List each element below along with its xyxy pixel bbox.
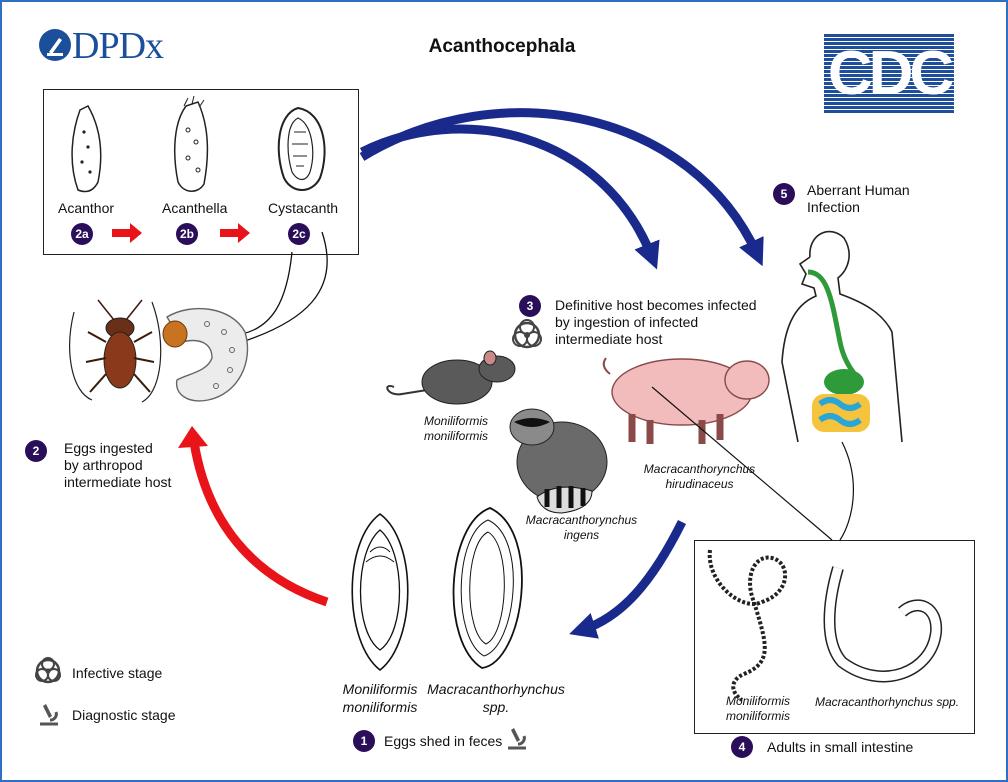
step-5-line-1: Aberrant Human: [807, 182, 910, 198]
step-2-label: Eggs ingested by arthropod intermediate …: [64, 440, 171, 491]
step-2-line-1: Eggs ingested: [64, 440, 153, 456]
cystacanth-drawing: [277, 106, 326, 191]
step-circle-3: 3: [519, 295, 541, 317]
legend-infective: Infective stage: [72, 665, 163, 681]
macracanthorhynchus-egg-drawing: [452, 507, 523, 669]
stage-label-2c: Cystacanth: [268, 200, 339, 216]
step-circle-5: 5: [773, 183, 795, 205]
step-circle-4: 4: [731, 736, 753, 758]
raccoon-species: ingens: [563, 528, 600, 542]
egg-left-species: moniliformis: [342, 699, 418, 715]
raccoon-genus: Macracanthorynchus: [525, 513, 638, 527]
rat-drawing: [386, 350, 516, 405]
arrow-to-eggs: [569, 519, 687, 639]
step-2-line-3: intermediate host: [64, 474, 172, 490]
pig-genus: Macracanthorynchus: [643, 462, 756, 476]
step-circle-2: 2: [25, 440, 47, 462]
raccoon-label: Macracanthorynchus ingens: [514, 513, 649, 543]
arrow-to-human: [359, 108, 764, 267]
raccoon-drawing: [509, 408, 608, 514]
connector-line: [241, 251, 293, 335]
connector-line: [241, 231, 328, 343]
pig-species: hirudinaceus: [665, 477, 734, 491]
macracanthorhynchus-adult-drawing: [823, 566, 943, 683]
adult-left-genus: Moniliformis: [725, 694, 790, 708]
step-4-label: Adults in small intestine: [767, 739, 914, 755]
step-5-line-2: Infection: [807, 199, 860, 215]
connector-line: [839, 441, 854, 541]
acanthor-drawing: [71, 105, 102, 193]
arrow-to-arthropod: [189, 441, 329, 607]
egg-right-species: spp.: [482, 699, 510, 715]
biohazard-icon: [35, 657, 61, 684]
adult-left-label: Moniliformis moniliformis: [714, 694, 802, 724]
connector-line: [651, 386, 833, 541]
human-drawing: [781, 230, 903, 443]
grub-drawing: [162, 307, 249, 402]
stage-label-2b: Acanthella: [162, 200, 228, 216]
moniliformis-egg-drawing: [351, 513, 409, 672]
stage-circle-2c: 2c: [288, 223, 310, 245]
stage-circle-2b: 2b: [176, 223, 198, 245]
rat-label: Moniliformis moniliformis: [400, 414, 512, 444]
diagram-title: Acanthocephala: [428, 36, 576, 57]
adult-right-label: Macracanthorhynchus spp.: [814, 695, 960, 709]
egg-left-label: Moniliformis moniliformis: [328, 680, 432, 716]
microscope-icon: [40, 704, 58, 726]
rat-genus: Moniliformis: [423, 414, 488, 428]
step-3-line-2: by ingestion of infected: [555, 314, 699, 330]
stage-circle-2a: 2a: [71, 223, 93, 245]
pig-drawing: [602, 357, 770, 444]
egg-right-label: Macracanthorhynchus spp.: [422, 680, 570, 716]
cdc-logo-text: CDC: [827, 39, 954, 108]
stage-arrows: [112, 223, 250, 243]
arrow-to-definitive-host: [359, 124, 660, 270]
cdc-logo: CDC: [824, 34, 954, 114]
microscope-icon: [508, 728, 526, 750]
egg-left-genus: Moniliformis: [342, 681, 418, 697]
pig-label: Macracanthorynchus hirudinaceus: [632, 462, 767, 492]
dpdx-logo: DPDx: [38, 24, 164, 68]
step-3-line-3: intermediate host: [555, 331, 663, 347]
egg-right-genus: Macracanthorhynchus: [427, 681, 565, 697]
step-3-line-1: Definitive host becomes infected: [555, 297, 757, 313]
moniliformis-adult-drawing: [707, 549, 788, 702]
dpdx-logo-icon: [39, 29, 71, 61]
step-5-label: Aberrant Human Infection: [807, 182, 910, 216]
step-1-label: Eggs shed in feces: [384, 733, 503, 749]
cockroach-drawing: [69, 299, 162, 403]
cdc-logo-lines: [824, 34, 954, 114]
legend-diagnostic: Diagnostic stage: [72, 707, 176, 723]
adult-left-species: moniliformis: [725, 709, 790, 723]
acanthella-drawing: [173, 95, 209, 192]
step-3-label: Definitive host becomes infected by inge…: [555, 297, 757, 348]
step-2-line-2: by arthropod: [64, 457, 143, 473]
arrow-to-arthropod-head: [178, 426, 208, 448]
dpdx-logo-text: DPDx: [72, 25, 164, 67]
rat-species: moniliformis: [423, 429, 488, 443]
biohazard-icon: [512, 319, 542, 349]
step-circle-1: 1: [353, 730, 375, 752]
stage-label-2a: Acanthor: [58, 200, 115, 216]
